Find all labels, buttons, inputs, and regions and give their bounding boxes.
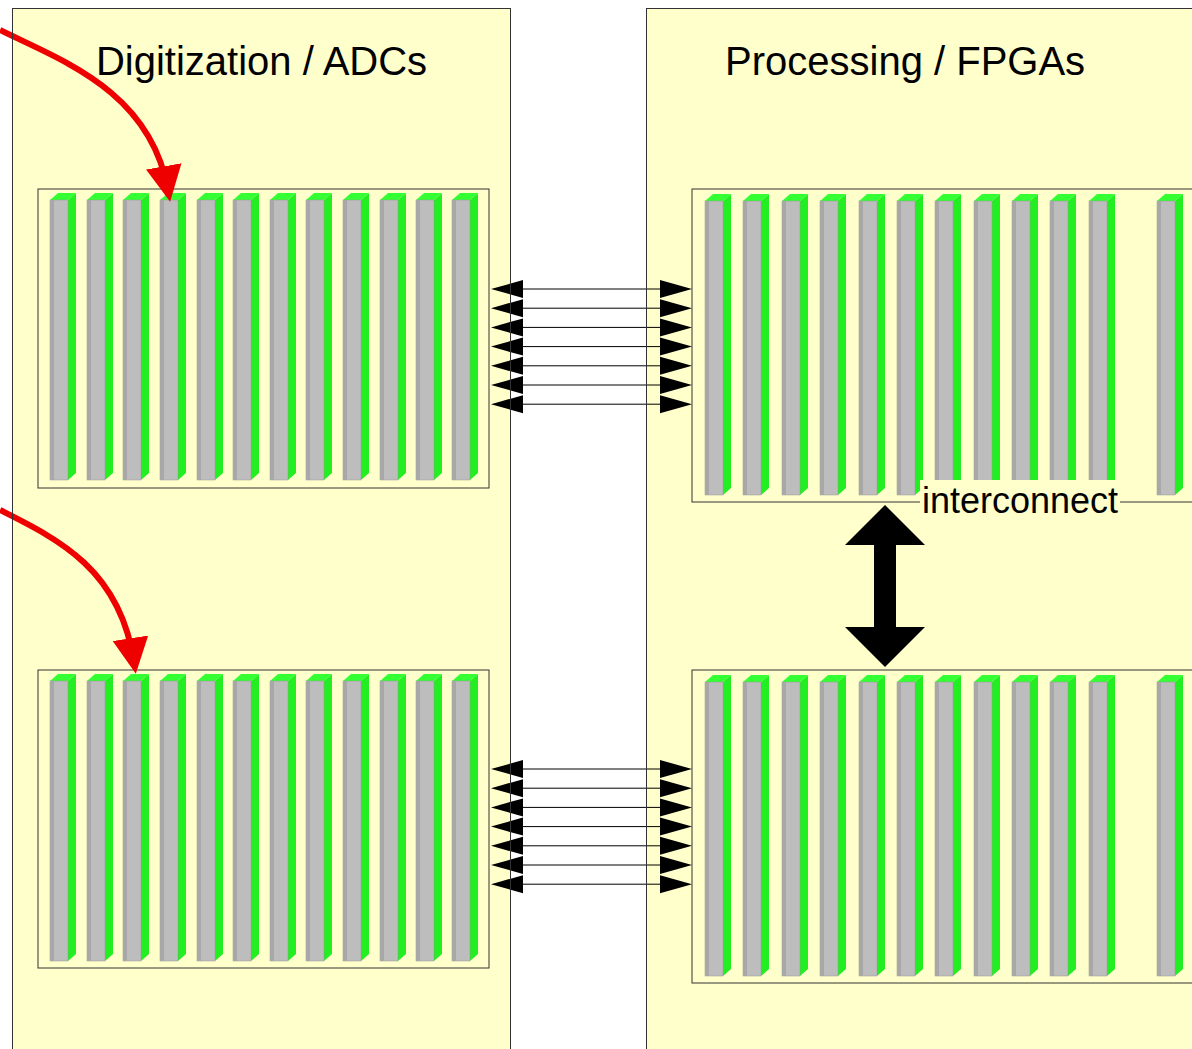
card [160, 674, 186, 961]
card [233, 674, 259, 961]
card [452, 193, 478, 480]
signal-arrow [0, 510, 134, 662]
link-line [491, 779, 692, 797]
card [123, 193, 149, 480]
link-line [491, 395, 692, 413]
card [743, 675, 769, 976]
card [705, 675, 731, 976]
card [820, 675, 846, 976]
card [306, 674, 332, 961]
link-line [491, 875, 692, 893]
link-line [491, 280, 692, 298]
card [743, 194, 769, 495]
crate [692, 189, 1192, 502]
card [859, 675, 885, 976]
card [270, 674, 296, 961]
card [935, 194, 961, 495]
card [974, 194, 1000, 495]
card [782, 194, 808, 495]
card [50, 674, 76, 961]
panel: Processing / FPGAs [646, 8, 1192, 1049]
card [380, 674, 406, 961]
panel-heading: Digitization / ADCs [13, 39, 510, 84]
link-line [491, 837, 692, 855]
card [160, 193, 186, 480]
card [197, 674, 223, 961]
card [123, 674, 149, 961]
card [897, 194, 923, 495]
card [897, 675, 923, 976]
card [416, 674, 442, 961]
card [343, 674, 369, 961]
card [1157, 194, 1183, 495]
link-line [491, 818, 692, 836]
link-line [491, 318, 692, 336]
card [935, 675, 961, 976]
card [820, 194, 846, 495]
card [233, 193, 259, 480]
crate [38, 670, 489, 968]
card [1012, 675, 1038, 976]
card [1012, 194, 1038, 495]
card [1089, 675, 1115, 976]
card [452, 674, 478, 961]
link-line [491, 357, 692, 375]
card [1050, 194, 1076, 495]
crate [692, 670, 1192, 983]
link-line [491, 856, 692, 874]
card [974, 675, 1000, 976]
interconnect-arrow [845, 505, 925, 667]
crate [38, 189, 489, 488]
card [782, 675, 808, 976]
panel-ground [12, 8, 511, 1049]
card [1050, 675, 1076, 976]
link-line [491, 376, 692, 394]
card [380, 193, 406, 480]
card [270, 193, 296, 480]
card [416, 193, 442, 480]
link-line [491, 760, 692, 778]
card [87, 193, 113, 480]
card [859, 194, 885, 495]
card [87, 674, 113, 961]
card [343, 193, 369, 480]
panel-heading: Processing / FPGAs [647, 39, 1192, 84]
card [705, 194, 731, 495]
card [1089, 194, 1115, 495]
card [1157, 675, 1183, 976]
panel: Digitization / ADCs [12, 8, 511, 1049]
link-line [491, 798, 692, 816]
card [306, 193, 332, 480]
interconnect-label: interconnect [920, 480, 1120, 522]
card [197, 193, 223, 480]
link-line [491, 338, 692, 356]
link-line [491, 299, 692, 317]
panel-ground [646, 8, 1192, 1049]
card [50, 193, 76, 480]
